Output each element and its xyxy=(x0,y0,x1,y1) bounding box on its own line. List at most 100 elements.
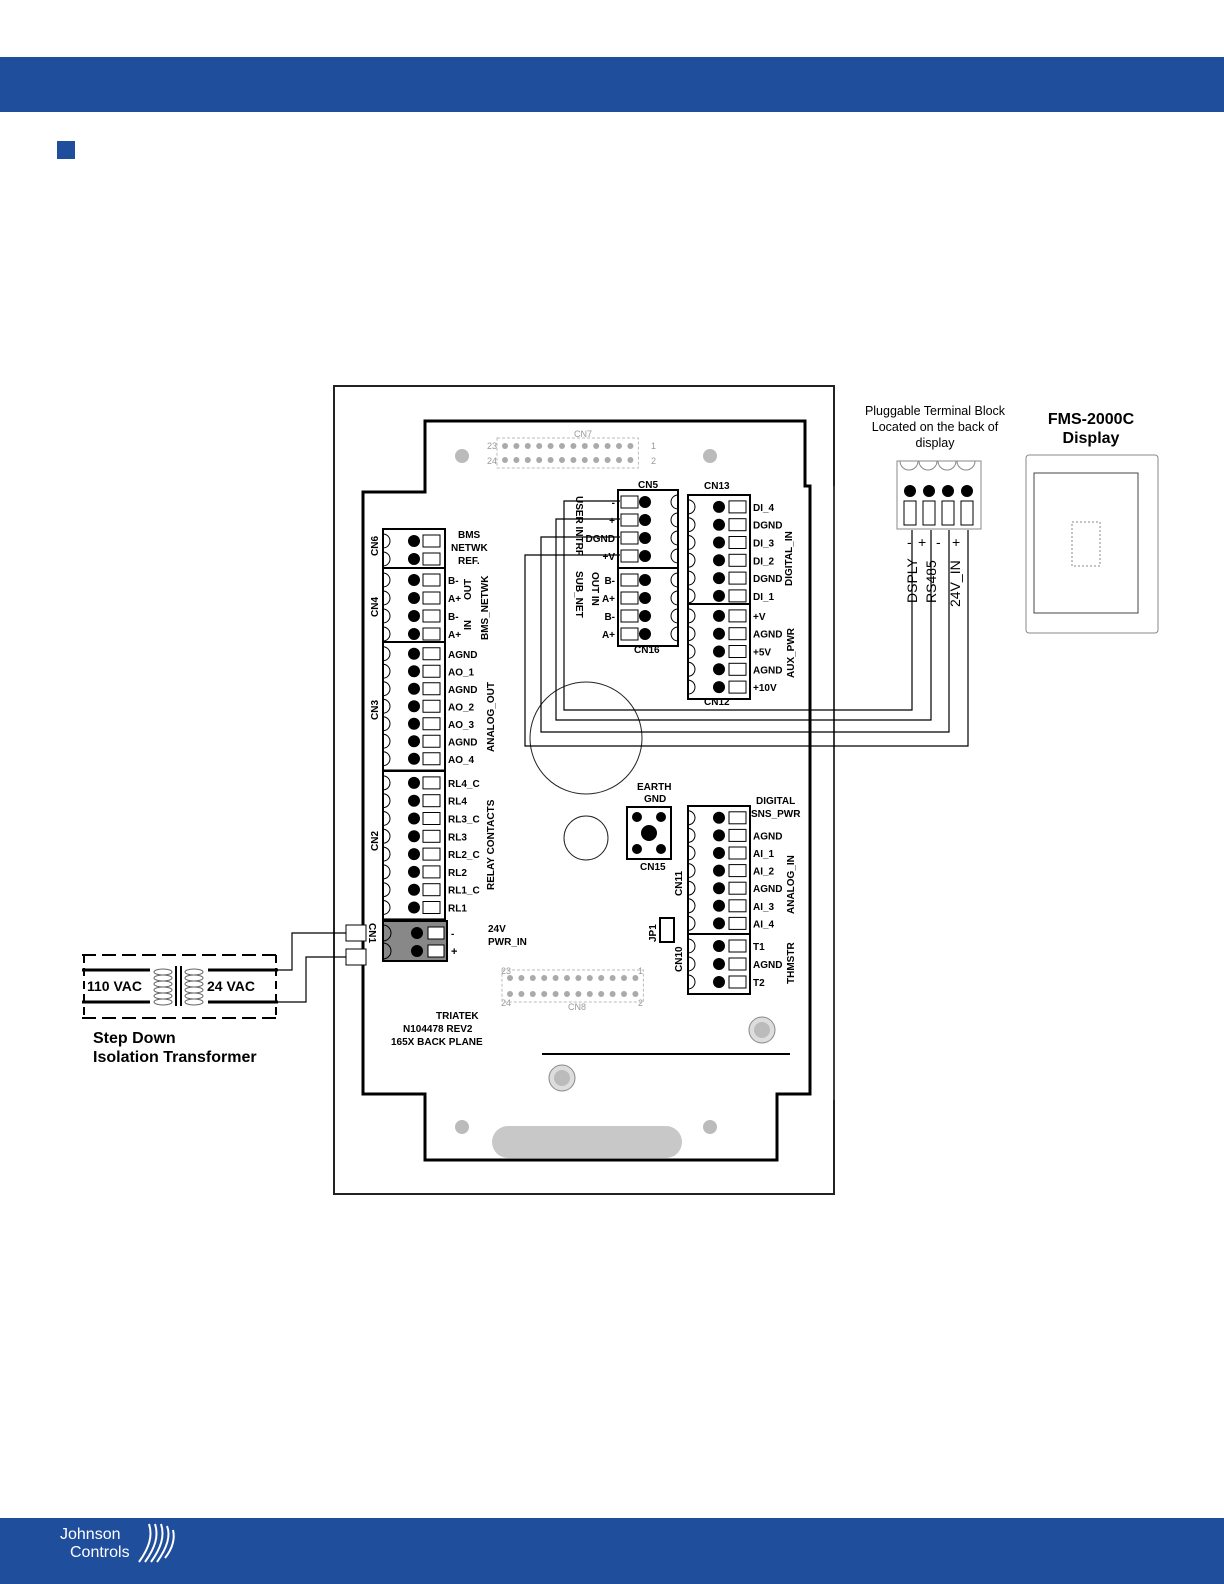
svg-text:NETWK: NETWK xyxy=(451,543,488,554)
cn8-label: CN8 xyxy=(568,1002,586,1012)
cn13-connector-pin-label: DI_3 xyxy=(753,539,775,550)
cn13-connector-pin-label: DGND xyxy=(753,574,782,585)
svg-text:+: + xyxy=(918,534,926,550)
svg-text:CN10: CN10 xyxy=(674,946,685,972)
cn3-connector-pin-label: AO_3 xyxy=(448,720,475,731)
cn2-connector-pin-label: RL1_C xyxy=(448,886,480,897)
svg-text:SUB_NET: SUB_NET xyxy=(573,571,584,618)
svg-text:IN: IN xyxy=(463,620,474,630)
svg-text:RS485: RS485 xyxy=(923,560,939,603)
cn13-connector-pin-label: DI_4 xyxy=(753,503,775,514)
svg-text:1: 1 xyxy=(651,441,656,451)
cn2-connector-pin-label: RL4 xyxy=(448,797,467,808)
svg-text:24V_IN: 24V_IN xyxy=(947,560,963,607)
cn16-connector-pin-label: A+ xyxy=(602,594,615,605)
svg-text:CN16: CN16 xyxy=(634,645,660,656)
svg-text:CN5: CN5 xyxy=(638,480,658,491)
svg-text:CN6: CN6 xyxy=(370,536,381,556)
cn13-connector-pin-label: DI_2 xyxy=(753,556,775,567)
cn2-connector-pin-label: RL2_C xyxy=(448,850,480,861)
cn8-header xyxy=(501,969,644,1003)
section-bullet xyxy=(57,141,75,159)
svg-text:CN4: CN4 xyxy=(370,597,381,617)
cn3-connector-pin-label: AGND xyxy=(448,650,477,661)
svg-text:Step Down: Step Down xyxy=(93,1030,176,1047)
johnson-controls-logo: Johnson Controls xyxy=(60,1526,130,1561)
cn12-connector-pin-label: +5V xyxy=(753,648,771,659)
svg-text:23: 23 xyxy=(501,966,511,976)
cn11-connector: AGNDAI_1AI_2AGNDAI_3AI_4DIGITALSNS_PWRCN… xyxy=(674,796,801,937)
db-connector xyxy=(492,1126,682,1158)
svg-text:CN2: CN2 xyxy=(370,831,381,851)
svg-text:24: 24 xyxy=(501,998,511,1008)
svg-text:2: 2 xyxy=(651,456,656,466)
svg-text:110 VAC: 110 VAC xyxy=(87,978,142,994)
svg-text:-: - xyxy=(907,534,912,550)
svg-text:24: 24 xyxy=(487,456,497,466)
cn2-connector-pin-label: RL3_C xyxy=(448,815,480,826)
cn16-connector: B- A+ B- A+ CN16 xyxy=(602,567,679,656)
svg-text:Display: Display xyxy=(1063,430,1120,447)
cn2-connector-pin-label: RL4_C xyxy=(448,779,480,790)
svg-text:display: display xyxy=(916,436,956,450)
cn2-connector-pin-label: RL2 xyxy=(448,868,467,879)
cn3-connector-pin-label: AO_1 xyxy=(448,667,475,678)
svg-text:ANALOG_IN: ANALOG_IN xyxy=(786,855,797,914)
cn16-connector-pin-label: B- xyxy=(604,612,615,623)
cn4-connector-pin-label: A+ xyxy=(448,594,461,605)
svg-text:CN12: CN12 xyxy=(704,697,730,708)
cn5-connector-pin-label: - xyxy=(612,498,615,509)
svg-text:BMS_NETWK: BMS_NETWK xyxy=(480,575,491,640)
svg-text:AUX_PWR: AUX_PWR xyxy=(786,627,797,678)
cn13-connector-pin-label: DGND xyxy=(753,521,782,532)
cn5-connector-pin-label: +V xyxy=(602,552,615,563)
cn10-connector-pin-label: AGND xyxy=(753,960,782,971)
transformer: 110 VAC 24 VAC Step Down Isolation Trans… xyxy=(82,954,278,1066)
svg-text:1: 1 xyxy=(638,966,643,976)
svg-text:DIGITAL: DIGITAL xyxy=(756,796,795,807)
svg-text:RELAY CONTACTS: RELAY CONTACTS xyxy=(486,799,497,890)
cn16-connector-pin-label: B- xyxy=(604,576,615,587)
svg-text:CN3: CN3 xyxy=(370,700,381,720)
svg-text:PWR_IN: PWR_IN xyxy=(488,937,527,948)
cn12-connector-pin-label: +V xyxy=(753,612,766,623)
cn4-connector-pin-label: A+ xyxy=(448,630,461,641)
cn7-header xyxy=(496,437,639,469)
fms-display: FMS-2000C Display xyxy=(1025,411,1159,634)
cn16-connector-pin-label: A+ xyxy=(602,630,615,641)
footer-banner xyxy=(0,1518,1224,1584)
svg-text:OUT IN: OUT IN xyxy=(589,572,600,606)
svg-text:OUT: OUT xyxy=(463,579,474,600)
svg-text:TRIATEK: TRIATEK xyxy=(436,1011,479,1022)
svg-text:-: - xyxy=(451,929,454,940)
cn11-connector-pin-label: AI_3 xyxy=(753,902,775,913)
svg-text:24V: 24V xyxy=(488,924,506,935)
cn11-connector-pin-label: AI_1 xyxy=(753,849,775,860)
svg-text:GND: GND xyxy=(644,794,666,805)
cn12-connector-pin-label: +10V xyxy=(753,683,777,694)
cn3-connector-pin-label: AGND xyxy=(448,737,477,748)
svg-text:Pluggable Terminal Block: Pluggable Terminal Block xyxy=(865,404,1006,418)
svg-text:CN11: CN11 xyxy=(674,871,685,896)
svg-text:THMSTR: THMSTR xyxy=(786,942,797,984)
pluggable-terminal-block: Pluggable Terminal Block Located on the … xyxy=(865,404,1006,607)
cn4-connector-pin-label: B- xyxy=(448,612,459,623)
svg-text:REF.: REF. xyxy=(458,556,480,567)
cn11-connector-pin-label: AGND xyxy=(753,884,782,895)
svg-text:DIGITAL_IN: DIGITAL_IN xyxy=(784,531,795,586)
cn2-connector-pin-label: RL3 xyxy=(448,832,467,843)
cn2-connector-pin-label: RL1 xyxy=(448,904,467,915)
svg-text:EARTH: EARTH xyxy=(637,782,671,793)
svg-text:CN15: CN15 xyxy=(640,862,666,873)
svg-text:+: + xyxy=(952,534,960,550)
cn3-connector-pin-label: AGND xyxy=(448,685,477,696)
svg-text:24 VAC: 24 VAC xyxy=(207,978,255,994)
cn5-connector-pin-label: DGND xyxy=(586,534,615,545)
